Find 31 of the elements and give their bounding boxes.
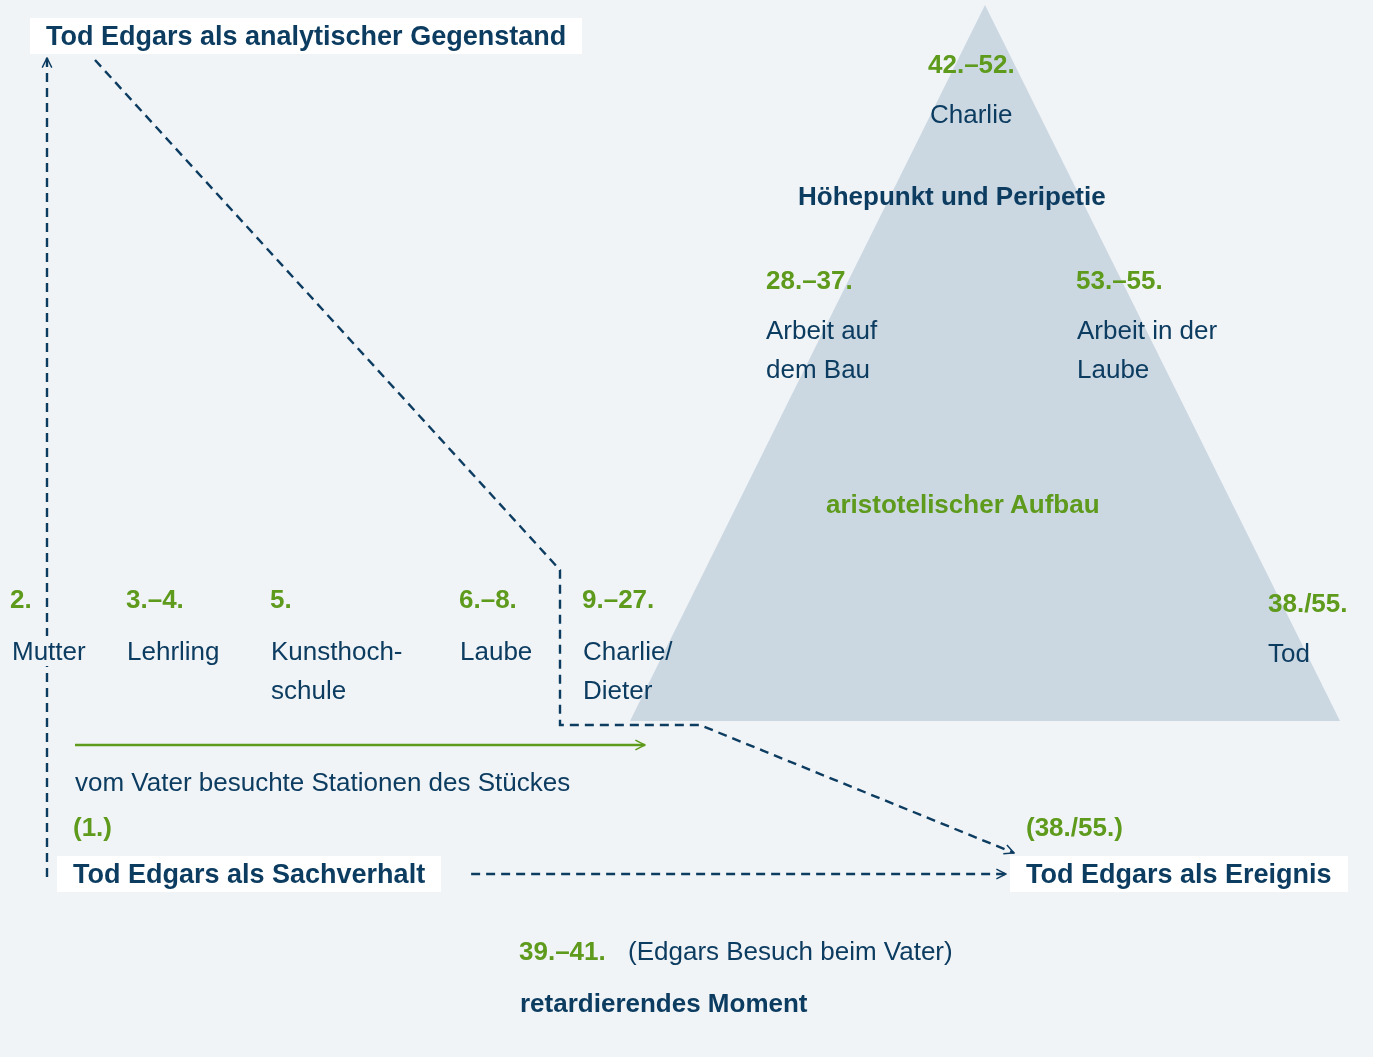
arrow-caption: vom Vater besuchte Stationen des Stückes	[75, 766, 571, 799]
scene-label: Charlie	[930, 98, 1013, 131]
diagram-heading: aristotelischer Aufbau	[826, 488, 1100, 521]
label-box: Tod Edgars als Ereignis	[1010, 856, 1348, 892]
scene-label: Mutter	[12, 636, 86, 666]
scene-number: 42.–52.	[928, 48, 1015, 81]
dashed-arrow	[94, 59, 1015, 855]
scene-number: 39.–41.	[519, 935, 606, 968]
section-heading: Höhepunkt und Peripetie	[798, 180, 1106, 213]
scene-label: (Edgars Besuch beim Vater)	[628, 935, 953, 968]
scene-number: 3.–4.	[126, 583, 184, 616]
scene-number: 53.–55.	[1076, 264, 1163, 297]
label-box: Tod Edgars als analytischer Gegenstand	[30, 18, 583, 54]
scene-label: Kunsthoch- schule	[271, 635, 404, 707]
section-heading: retardierendes Moment	[520, 987, 808, 1020]
dashed-arrow	[41, 57, 53, 877]
scene-label: Arbeit auf dem Bau	[766, 314, 879, 386]
scene-label: Laube	[460, 635, 533, 668]
scene-number: (38./55.)	[1026, 811, 1123, 844]
scene-number: 5.	[270, 583, 292, 616]
scene-number: 38./55.	[1268, 587, 1348, 620]
label-box: Tod Edgars als Sachverhalt	[57, 856, 442, 892]
scene-number: 9.–27.	[582, 583, 655, 616]
scene-label: Tod	[1268, 637, 1310, 670]
scene-number: 28.–37.	[766, 264, 853, 297]
scene-label: Lehrling	[127, 635, 220, 668]
scene-label: Arbeit in der Laube	[1077, 314, 1219, 386]
scene-number: (1.)	[73, 811, 112, 844]
scene-label: Charlie/ Dieter	[583, 635, 674, 707]
scene-number: 6.–8.	[459, 583, 517, 616]
dashed-arrow	[471, 868, 1007, 880]
